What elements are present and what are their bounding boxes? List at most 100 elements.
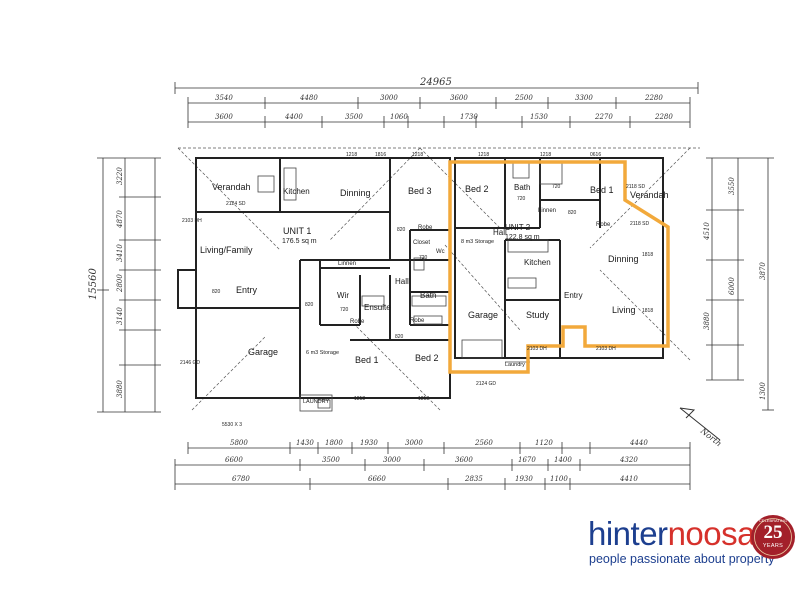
brand-name: hinternoosa [588, 516, 755, 552]
left-dim-5: 3140 [116, 307, 124, 325]
bottom-dims-row1: 5800 1430 1800 1930 3000 2560 1120 4440 [230, 439, 648, 447]
bottom-dim-3-2: 6660 [368, 475, 386, 483]
win-0616: 0616 [590, 152, 601, 158]
seal-text: YEARS [762, 543, 784, 549]
door-820-a: 820 [397, 227, 406, 233]
top-dim-1-2: 4480 [299, 94, 318, 102]
seal-number: 25 [763, 522, 783, 543]
u1-bath: Bath [420, 291, 436, 300]
u2-study: Study [526, 310, 550, 320]
door-820-e: 820 [568, 210, 577, 216]
bottom-dim-3-3: 2835 [464, 475, 483, 483]
top-dims-row1: 3540 4480 3000 3600 2500 3300 2280 [215, 94, 663, 102]
bottom-dims-row3: 6780 6660 2835 1930 1100 4410 [232, 475, 638, 483]
u1-linnen: Linnen [338, 261, 356, 267]
right-dim-5: 3880 [703, 312, 711, 330]
top-dim-2-3: 3500 [345, 113, 363, 121]
u2-verandah: Verandah [630, 190, 669, 200]
u1-ensuite: Ensuite [364, 303, 391, 312]
bottom-dim-1-7: 1120 [535, 439, 553, 447]
bottom-dim-3-5: 1100 [550, 475, 568, 483]
top-dim-2-8: 2280 [654, 113, 673, 121]
bottom-dim-2-7: 4320 [619, 456, 638, 464]
win-1218-b: 1218 [412, 152, 423, 158]
right-dim-4: 6000 [728, 277, 736, 295]
unit2-name: UNIT 2 [505, 223, 531, 232]
u2-living: Living [612, 305, 636, 315]
seal-top-text: CELEBRATING [759, 518, 787, 523]
u2-garage: Garage [468, 310, 498, 320]
u2-storage: 8 m3 Storage [461, 239, 494, 245]
total-width-dim: 24965 [419, 77, 452, 88]
total-depth-dim: 15560 [88, 268, 99, 300]
door-820-b: 820 [212, 289, 221, 295]
bottom-dim-3-4: 1930 [515, 475, 533, 483]
top-dim-2-5: 1730 [460, 113, 478, 121]
right-dim-6: 1300 [759, 382, 767, 400]
left-dim-3: 3410 [116, 244, 124, 262]
u1-closet: Closet [413, 240, 430, 246]
right-dimension-lines [706, 157, 774, 411]
win-2118-sd-b: 2118 SD [630, 221, 649, 227]
u1-kitchen: Kitchen [283, 187, 310, 196]
brand-name-part2: noosa [667, 515, 756, 552]
u2-kitchen: Kitchen [524, 258, 551, 267]
top-dims-row2: 3600 4400 3500 1060 1730 1530 2270 2280 [215, 113, 673, 121]
win-2103-dh-a: 2103 DH [182, 218, 202, 224]
door-720-d: 720 [419, 255, 428, 261]
bottom-dim-1-1: 5800 [230, 439, 248, 447]
win-1218-c: 1218 [478, 152, 489, 158]
u1-dinning: Dinning [340, 188, 371, 198]
win-2146-gd: 2146 GD [180, 360, 200, 366]
win-1818-d: 1818 [642, 308, 653, 314]
door-820-d: 820 [395, 334, 404, 340]
u2-hall: Hall [493, 228, 507, 237]
bottom-dim-2-3: 3000 [383, 456, 401, 464]
door-720-c: 720 [552, 184, 561, 190]
opening-labels: 1218 1218 1218 1218 0616 2118 SD 2118 SD… [180, 152, 653, 428]
u2-bath: Bath [514, 183, 530, 192]
u1-garage: Garage [248, 347, 278, 357]
unit2-highlight [448, 160, 670, 374]
u2-linnen: Linnen [538, 208, 556, 214]
u2-entry: Entry [564, 291, 583, 300]
bottom-dim-1-2: 1430 [296, 439, 314, 447]
top-dim-2-6: 1530 [530, 113, 548, 121]
u1-wir: Wir [337, 291, 349, 300]
right-dim-3: 3870 [759, 262, 767, 280]
brand-tagline: people passionate about property [589, 552, 775, 566]
unit2-labels: Bed 2 Bath Bed 1 Verandah Linnen Robe UN… [461, 183, 669, 368]
u2-dinning: Dinning [608, 254, 639, 264]
u2-robe: Robe [596, 222, 611, 228]
u1-robe1: Robe [418, 225, 433, 231]
win-1816: 1816 [375, 152, 386, 158]
top-dim-1-7: 2280 [644, 94, 663, 102]
u1-verandah: Verandah [212, 182, 251, 192]
u1-entry: Entry [236, 285, 258, 295]
bottom-dim-2-2: 3500 [322, 456, 340, 464]
top-dimension-lines [174, 82, 699, 128]
left-dimension-lines [97, 157, 161, 413]
win-1218-d: 1218 [540, 152, 551, 158]
garage-door-size: 5530 X 3 [222, 422, 242, 428]
north-arrow-icon [679, 407, 721, 441]
left-dims: 3220 4870 3410 2800 3140 3880 [116, 167, 124, 398]
brand-name-part1: hinter [588, 515, 668, 552]
win-2124-sd: 2124 SD [226, 201, 246, 207]
u2-laundry: Laundry [505, 362, 525, 368]
roof-lines [177, 147, 700, 411]
north-label: North [698, 426, 723, 448]
bottom-dim-1-3: 1800 [325, 439, 343, 447]
top-dim-2-4: 1060 [390, 113, 408, 121]
unit1-name: UNIT 1 [283, 226, 311, 236]
right-dim-2: 4510 [703, 222, 711, 241]
bottom-dim-1-5: 3000 [405, 439, 423, 447]
seal-badge-icon [751, 515, 795, 559]
win-1818-c: 1818 [642, 252, 653, 258]
u1-robe2: Robe [410, 318, 425, 324]
top-dim-1-5: 2500 [514, 94, 533, 102]
right-dim-1: 3550 [728, 177, 736, 195]
u1-hall: Hall [395, 277, 409, 286]
top-dim-2-2: 4400 [284, 113, 303, 121]
